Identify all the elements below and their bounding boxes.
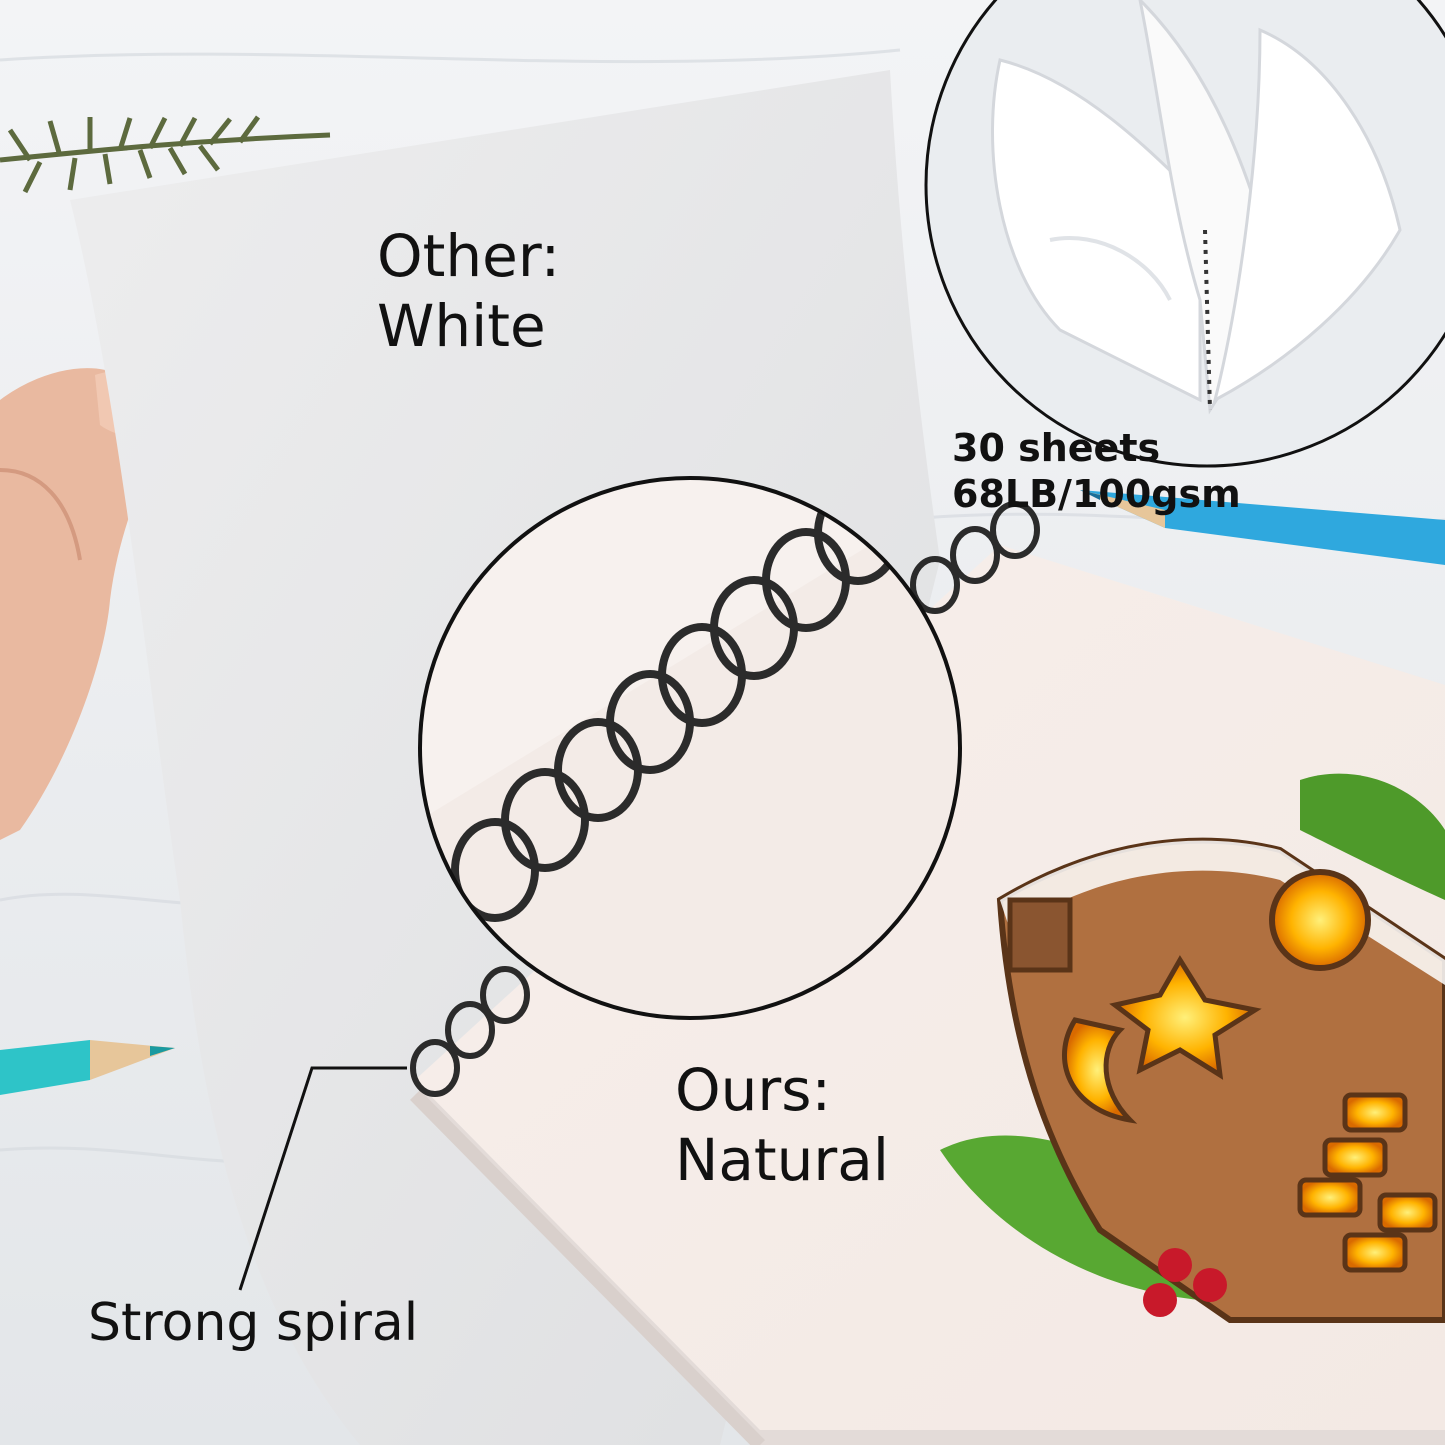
rosemary-sprig bbox=[0, 115, 331, 194]
colored-pencil-icon-2 bbox=[0, 1040, 175, 1095]
colored-pencil-icon bbox=[1080, 490, 1445, 565]
sheets-spec-label: 30 sheets 68LB/100gsm bbox=[952, 426, 1241, 516]
spiral-binding-icon bbox=[410, 501, 1040, 1097]
spiral-callout-line bbox=[238, 1066, 407, 1291]
other-white-label: Other: White bbox=[377, 222, 561, 360]
ours-natural-label: Ours: Natural bbox=[675, 1056, 889, 1194]
gingerbread-house-illustration bbox=[940, 773, 1445, 1323]
spiral-zoom-circle bbox=[418, 476, 962, 1020]
sheets-zoom-circle bbox=[924, 0, 1445, 468]
strong-spiral-label: Strong spiral bbox=[88, 1293, 419, 1353]
